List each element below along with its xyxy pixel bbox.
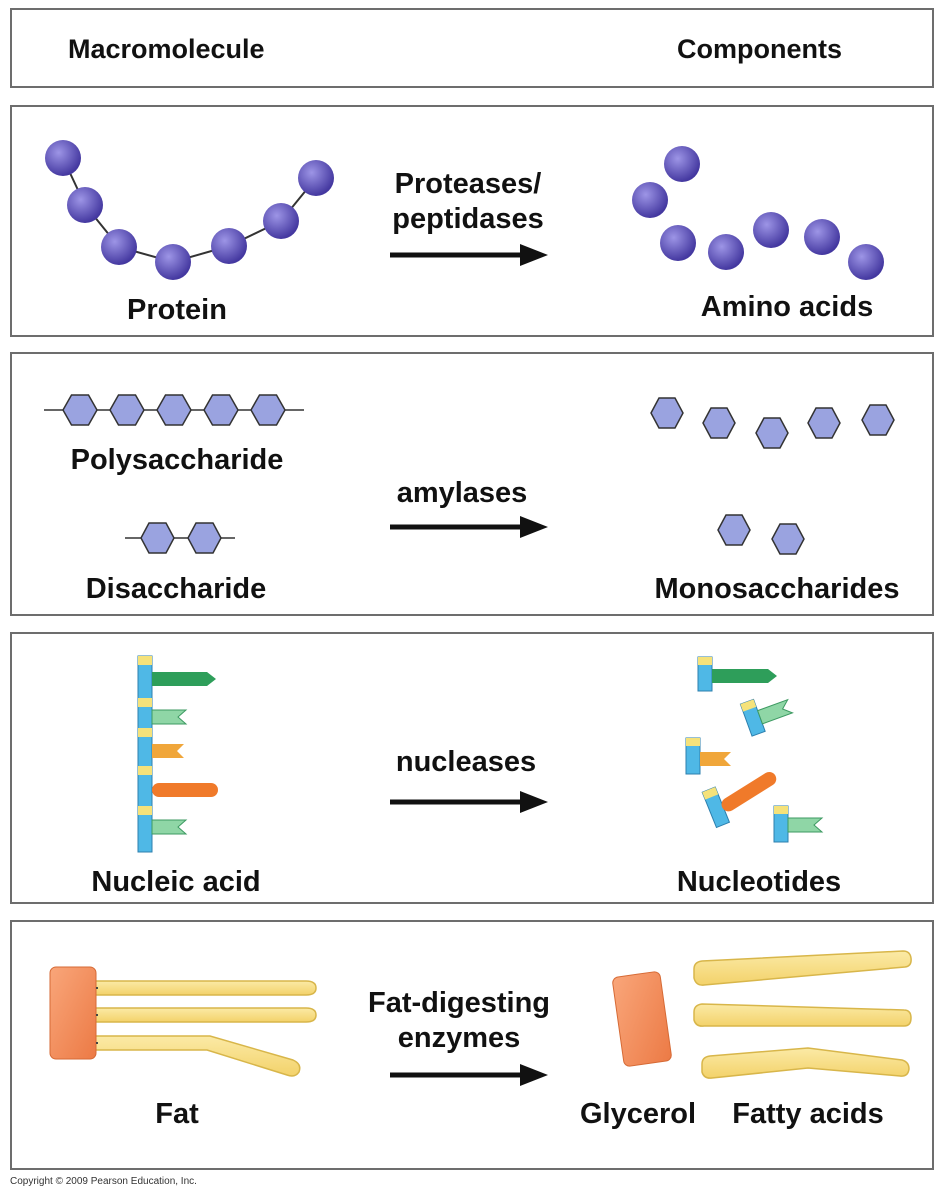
fatty-acids-icon <box>693 950 912 1079</box>
fat-molecule-icon <box>49 966 317 1077</box>
enzyme-line-2: peptidases <box>392 203 544 235</box>
reaction-arrows <box>390 244 548 1086</box>
copyright-notice: Copyright © 2009 Pearson Education, Inc. <box>10 1176 197 1187</box>
enzyme-amylases: amylases <box>396 477 528 509</box>
label-disaccharide: Disaccharide <box>85 573 267 605</box>
carbohydrate-panel <box>10 352 934 616</box>
label-polysaccharide: Polysaccharide <box>70 444 284 476</box>
label-nucleotides: Nucleotides <box>676 866 842 898</box>
label-nucleic-acid: Nucleic acid <box>91 866 261 898</box>
enzyme-proteases: Proteases/ peptidases <box>392 167 544 237</box>
label-monosaccharides: Monosaccharides <box>654 573 900 605</box>
header-components: Components <box>677 34 842 64</box>
polysaccharide-chain-icon <box>44 394 304 426</box>
label-amino-acids: Amino acids <box>700 291 874 323</box>
enzyme-line-1: Proteases/ <box>394 168 542 200</box>
nucleotides-icon <box>685 656 824 843</box>
enzyme-nucleases: nucleases <box>395 746 537 778</box>
label-fat: Fat <box>155 1098 199 1130</box>
enzyme-fat-digesting: Fat-digesting enzymes <box>368 986 550 1056</box>
monosaccharides-icon <box>650 397 895 555</box>
header-panel <box>10 8 934 88</box>
enzyme-line-2: enzymes <box>397 1022 521 1054</box>
header-macromolecule: Macromolecule <box>68 34 265 64</box>
enzyme-line-1: Fat-digesting <box>367 987 551 1019</box>
label-fatty-acids: Fatty acids <box>732 1098 884 1130</box>
protein-chain-icon <box>45 140 334 280</box>
label-glycerol: Glycerol <box>579 1098 697 1130</box>
disaccharide-icon <box>125 522 235 554</box>
amino-acids-icon <box>632 146 884 280</box>
nucleic-acid-strand-icon <box>137 655 218 853</box>
glycerol-icon <box>612 971 672 1067</box>
label-protein: Protein <box>127 294 227 326</box>
